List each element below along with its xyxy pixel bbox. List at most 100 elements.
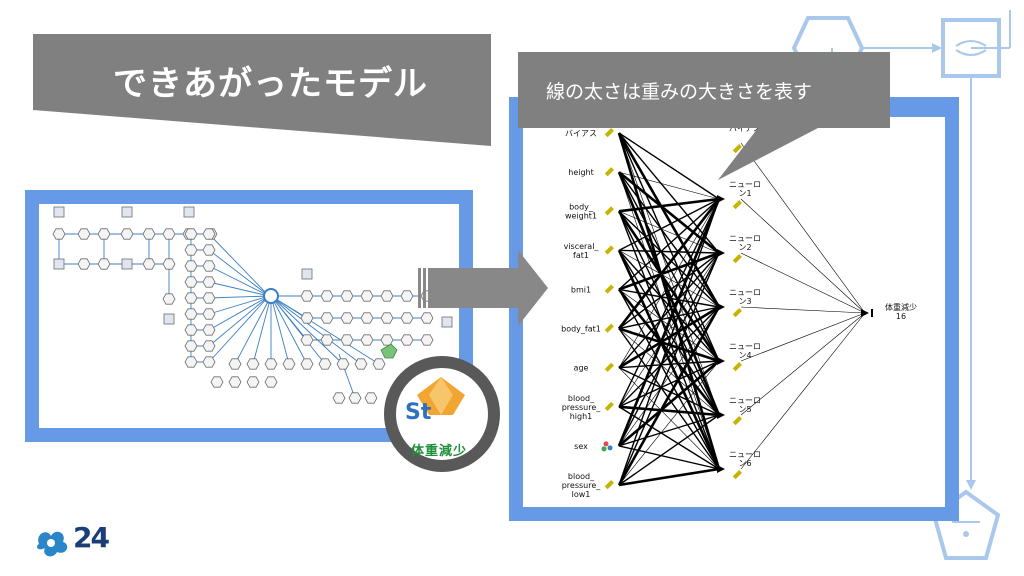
numeric-pencil-icon (732, 362, 742, 372)
operator-node-icon (420, 312, 434, 324)
operator-node-icon (184, 356, 198, 368)
table-node-icon (53, 258, 65, 270)
weight-line (618, 305, 720, 369)
operator-node-icon (228, 358, 242, 370)
svg-text:St: St (405, 400, 432, 425)
caption-text: 線の太さは重みの大きさを表す (546, 81, 813, 103)
weight-line (618, 252, 720, 407)
input-node-label: blood_pressure_low1 (562, 472, 602, 499)
numeric-pencil-icon (604, 323, 614, 333)
table-node-icon (121, 206, 133, 218)
weight-line (618, 327, 720, 363)
operator-node-icon (184, 260, 198, 272)
operator-node-icon (348, 392, 362, 404)
table-node-icon (441, 316, 453, 328)
operator-node-icon (97, 258, 111, 270)
arrowhead-icon (717, 465, 725, 473)
input-node-label: body_fat1 (561, 325, 601, 334)
operator-node-icon (77, 228, 91, 240)
pentagon-node-icon (380, 343, 398, 359)
operator-node-icon (380, 290, 394, 302)
operator-node-icon (300, 358, 314, 370)
operator-node-icon (202, 340, 216, 352)
weight-line (618, 328, 720, 416)
weight-line (617, 132, 721, 308)
numeric-pencil-icon (604, 128, 614, 138)
operator-node-icon (184, 276, 198, 288)
arrowhead-icon (717, 411, 725, 419)
weight-line (618, 367, 720, 416)
operator-node-icon (120, 228, 134, 240)
operator-node-icon (202, 228, 216, 240)
operator-node-icon (246, 358, 260, 370)
operator-node-icon (340, 290, 354, 302)
weight-line (740, 312, 866, 470)
weight-line (740, 312, 866, 416)
weight-line (618, 367, 720, 470)
operator-node-icon (210, 376, 224, 388)
operator-node-icon (300, 312, 314, 324)
hidden-node-label: ニューロン1 (729, 180, 761, 198)
weight-line (618, 251, 720, 291)
slide-title: できあがったモデル (113, 64, 428, 104)
weight-line (618, 198, 720, 368)
operator-node-icon (202, 244, 216, 256)
numeric-pencil-icon (732, 416, 742, 426)
operator-node-icon (320, 334, 334, 346)
hidden-node-label: ニューロン2 (729, 234, 761, 252)
weight-line (617, 249, 721, 470)
weight-line (740, 312, 866, 362)
input-node-label: sex (574, 442, 588, 451)
weight-line (618, 306, 720, 330)
hidden-node-label: バイアス (729, 124, 761, 133)
connection-lines (617, 132, 866, 487)
weight-line (618, 306, 720, 447)
right-arrow-icon (418, 250, 548, 326)
title-banner: できあがったモデル (33, 34, 493, 146)
operator-node-icon (228, 376, 242, 388)
arrowhead-icon (717, 303, 725, 311)
operator-node-icon (162, 258, 176, 270)
operator-node-icon (400, 312, 414, 324)
operator-node-icon (184, 340, 198, 352)
hidden-node-label: ニューロン4 (729, 342, 761, 360)
weight-line (618, 467, 720, 487)
operator-node-icon (202, 356, 216, 368)
weight-line (618, 171, 720, 362)
operator-node-icon (372, 358, 386, 370)
weight-line (618, 210, 720, 416)
operator-node-icon (420, 334, 434, 346)
operator-node-icon (202, 308, 216, 320)
output-node (871, 309, 873, 317)
weight-line (618, 414, 720, 447)
operator-node-icon (340, 334, 354, 346)
weight-line (618, 250, 720, 308)
ring-icon: St (384, 356, 500, 472)
arrowhead-icon (717, 249, 725, 257)
weight-line (617, 288, 721, 416)
operator-node-icon (162, 293, 176, 305)
arrowhead-icon (717, 195, 725, 203)
hidden-node-label: ニューロン6 (729, 450, 761, 468)
operator-node-icon (202, 260, 216, 272)
table-node-icon (53, 206, 65, 218)
caption-tail (718, 128, 818, 180)
weight-line (617, 306, 721, 486)
operator-node-icon (400, 290, 414, 302)
weight-line (618, 360, 720, 447)
input-node-label: bmi1 (571, 285, 591, 294)
operator-node-icon (184, 324, 198, 336)
numeric-pencil-icon (604, 245, 614, 255)
workflow-nodes (52, 206, 453, 404)
weight-line (618, 360, 720, 369)
nominal-icon (601, 441, 613, 452)
weight-line (618, 252, 720, 447)
weight-line (618, 252, 720, 330)
weight-line (618, 197, 720, 213)
operator-node-icon (184, 228, 198, 240)
numeric-pencil-icon (732, 470, 742, 480)
weight-line (618, 289, 720, 470)
table-node-icon (301, 268, 313, 280)
